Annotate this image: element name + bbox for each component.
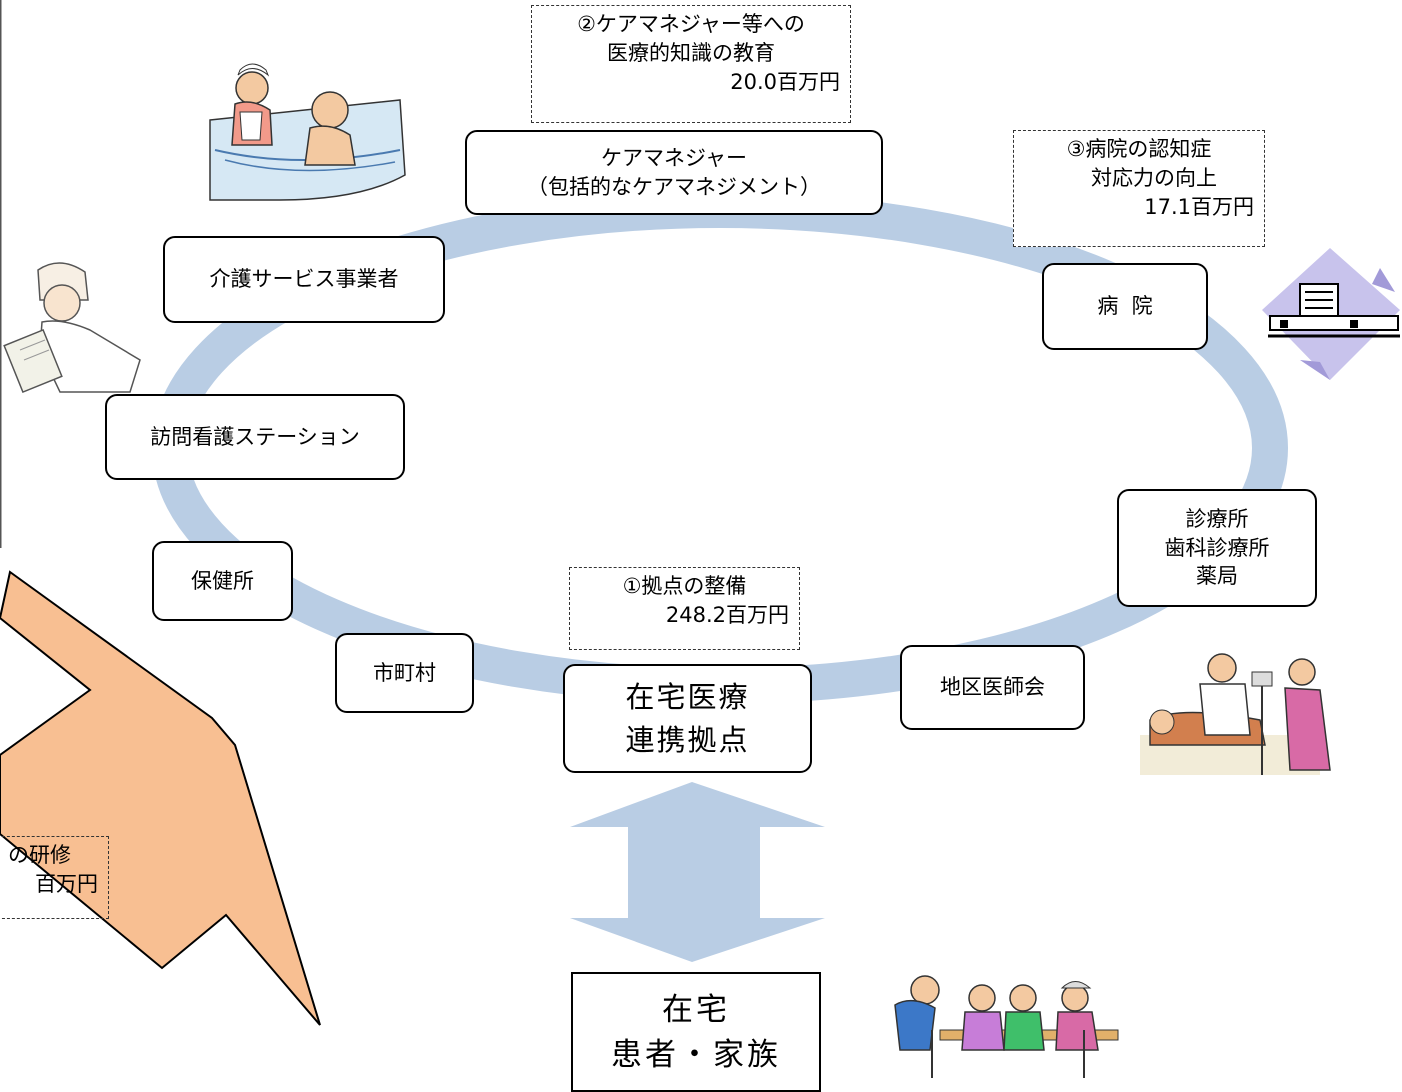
program-3-subtitle: 対応力の向上 (1091, 165, 1217, 190)
care-manager-subtitle: （包括的なケアマネジメント） (527, 174, 821, 199)
hospital-label: 病 院 (1097, 294, 1153, 319)
caregiver-bathing-icon (209, 63, 406, 201)
clinic-node: 診療所 歯科診療所 薬局 (1117, 489, 1317, 607)
program-3-title: ③病院の認知症 (1066, 137, 1212, 161)
patients-node: 在宅 患者・家族 (571, 972, 821, 1092)
visiting-nurse-label: 訪問看護ステーション (150, 424, 360, 449)
program-4-title: の研修 (8, 843, 71, 867)
program-2-box: ②ケアマネジャー等への 医療的知識の教育 20.0百万円 (531, 5, 851, 123)
doctor-examination-icon (1140, 653, 1331, 775)
program-3-box: ③病院の認知症 対応力の向上 17.1百万円 (1013, 130, 1265, 247)
hub-title: 在宅医療 (625, 680, 750, 715)
orange-zigzag-arrow (0, 570, 321, 1026)
program-4-amount: 百万円 (35, 871, 98, 896)
elderly-family-icon (894, 975, 1119, 1078)
hub-node: 在宅医療 連携拠点 (563, 664, 812, 773)
clinic-label-3: 薬局 (1196, 564, 1238, 589)
hospital-node: 病 院 (1042, 263, 1208, 350)
double-arrow-shape (570, 782, 825, 962)
patients-subtitle: 患者・家族 (611, 1036, 781, 1073)
care-manager-title: ケアマネジャー (601, 146, 747, 171)
health-center-node: 保健所 (152, 541, 293, 621)
program-1-title: ①拠点の整備 (622, 574, 747, 598)
program-2-title: ②ケアマネジャー等への (577, 12, 805, 36)
municipality-label: 市町村 (373, 660, 436, 685)
nurse-clipboard-icon (3, 262, 141, 394)
visiting-nurse-node: 訪問看護ステーション (105, 394, 405, 480)
clinic-label-1: 診療所 (1185, 507, 1249, 532)
district-medical-node: 地区医師会 (900, 645, 1085, 730)
clinic-label-2: 歯科診療所 (1164, 535, 1270, 560)
hub-subtitle: 連携拠点 (625, 722, 750, 757)
patients-title: 在宅 (662, 992, 730, 1028)
municipality-node: 市町村 (335, 633, 474, 713)
program-2-amount: 20.0百万円 (730, 69, 840, 94)
health-center-label: 保健所 (191, 568, 254, 593)
care-service-node: 介護サービス事業者 (163, 236, 445, 323)
care-service-label: 介護サービス事業者 (209, 267, 399, 292)
hospital-building-icon (1262, 248, 1400, 380)
program-1-amount: 248.2百万円 (665, 602, 789, 627)
program-1-box: ①拠点の整備 248.2百万円 (569, 567, 800, 650)
district-medical-label: 地区医師会 (940, 675, 1045, 700)
program-4-box: の研修 百万円 (0, 836, 109, 919)
care-manager-node: ケアマネジャー （包括的なケアマネジメント） (465, 130, 883, 215)
program-2-subtitle: 医療的知識の教育 (607, 40, 775, 65)
program-3-amount: 17.1百万円 (1144, 194, 1254, 219)
